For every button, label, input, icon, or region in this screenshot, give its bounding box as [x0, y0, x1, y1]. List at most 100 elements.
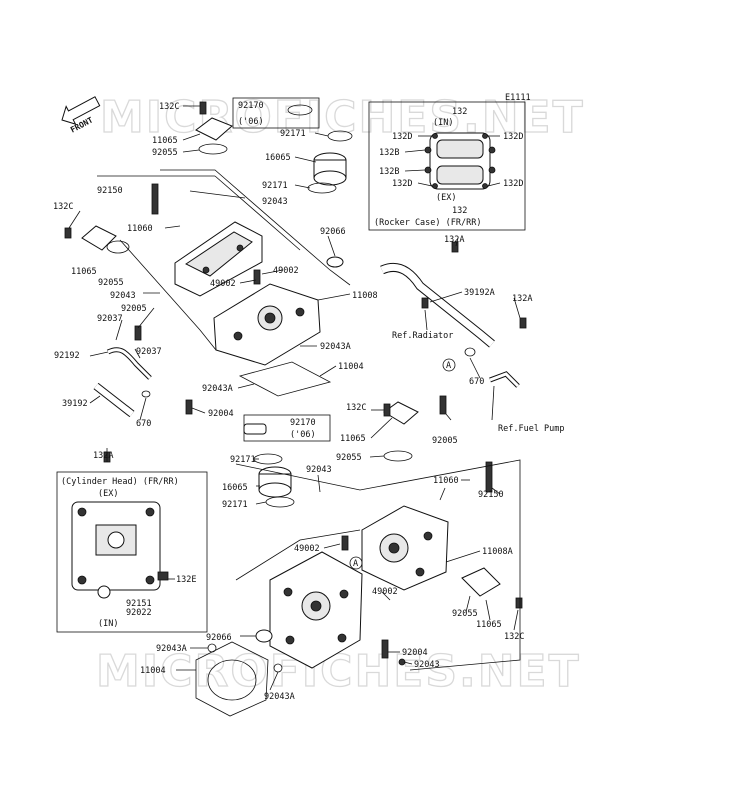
cover-11065-mid: [383, 401, 419, 425]
ref-circle-a-1-label: A: [446, 361, 451, 371]
label-92043a-b: 92043A: [202, 384, 233, 394]
cover-11065-right: [461, 567, 501, 597]
plug-92066-bottom: [255, 629, 273, 643]
label-92043a-a: 92043A: [320, 342, 351, 352]
watermark-bottom: MICROFICHES.NET: [96, 646, 581, 697]
clamp-92170-mid: [243, 423, 267, 435]
oring-92055-left: [106, 240, 130, 254]
clamp-92171-d: [265, 496, 295, 508]
label-92005-a: 92005: [121, 304, 147, 314]
label-92055-a: 92055: [152, 148, 178, 158]
label-92043-c: 92043: [306, 465, 332, 475]
head-inset-92151: 92151: [126, 599, 152, 609]
intake-boot-16065-bottom: [258, 466, 292, 498]
bolt-132c-b: [64, 227, 72, 239]
cylinder-head-rear: [269, 551, 363, 669]
label-132c-a: 132C: [159, 102, 179, 112]
head-inset-ex: (EX): [98, 489, 118, 499]
label-49002-a: 49002: [273, 266, 299, 276]
clamp-92170-top: [287, 104, 313, 116]
oring-670-a: [141, 390, 151, 398]
label-132a-b: 132A: [444, 235, 464, 245]
label-49002-c: 49002: [294, 544, 320, 554]
label-92171-a: 92171: [280, 129, 306, 139]
head-inset-92022: 92022: [126, 608, 152, 618]
bolt-92150-b: [485, 461, 493, 493]
rocker-ex: (EX): [436, 193, 456, 203]
label-49002-d: 49002: [372, 587, 398, 597]
bolt-radiator: [421, 297, 429, 309]
oring-670-b: [464, 347, 476, 357]
label-92192: 92192: [54, 351, 80, 361]
label-06-a: ('06): [238, 117, 264, 127]
stud-92004-b: [381, 639, 389, 659]
label-ref-radiator: Ref.Radiator: [392, 331, 453, 341]
pin-92005-b: [439, 395, 447, 415]
label-92004-a: 92004: [208, 409, 234, 419]
label-92055-b: 92055: [98, 278, 124, 288]
label-11004-a: 11004: [338, 362, 364, 372]
cover-11065-left: [81, 225, 117, 251]
stud-49002-a: [253, 269, 261, 285]
label-06-b: ('06): [290, 430, 316, 440]
head-inset-caption: (Cylinder Head) (FR/RR): [61, 477, 179, 487]
rocker-132b-1: 132B: [379, 148, 399, 158]
diagram-code: E1111: [505, 93, 531, 103]
label-ref-fuel-pump: Ref.Fuel Pump: [498, 424, 565, 434]
rocker-caption: (Rocker Case) (FR/RR): [374, 218, 481, 228]
intake-boot-16065-top: [313, 152, 347, 186]
label-39192: 39192: [62, 399, 88, 409]
rocker-132d-4: 132D: [503, 179, 523, 189]
label-92055-d: 92055: [452, 609, 478, 619]
label-92171-d: 92171: [222, 500, 248, 510]
label-11065-d: 11065: [476, 620, 502, 630]
head-gasket-front: [238, 361, 332, 397]
bolt-132c-a: [199, 101, 207, 115]
label-92005-b: 92005: [432, 436, 458, 446]
cylinder-head-front: [213, 283, 321, 366]
bolt-132a-b: [451, 241, 459, 253]
rocker-in: (IN): [433, 118, 453, 128]
label-11060-a: 11060: [127, 224, 153, 234]
pin-92005-a: [134, 325, 142, 341]
label-92170-a: 92170: [238, 101, 264, 111]
rocker-132-bot: 132: [452, 206, 467, 216]
label-92037-a: 92037: [97, 314, 123, 324]
box-06-top: [232, 97, 320, 129]
ref-circle-a-2: [349, 556, 363, 570]
head-inset-in: (IN): [98, 619, 118, 629]
label-92066-b: 92066: [206, 633, 232, 643]
bolt-92150-a: [151, 183, 159, 215]
rocker-132-top: 132: [452, 107, 467, 117]
plug-92066-top: [326, 256, 344, 268]
label-11060-b: 11060: [433, 476, 459, 486]
label-92171-c: 92171: [230, 455, 256, 465]
label-16065-b: 16065: [222, 483, 248, 493]
label-39192a: 39192A: [464, 288, 495, 298]
ref-circle-a-2-label: A: [353, 559, 358, 569]
label-132c-c: 132C: [346, 403, 366, 413]
stud-49002-b: [341, 535, 349, 551]
label-92043a-c: 92043A: [156, 644, 187, 654]
rocker-case-inset: [368, 101, 526, 231]
label-92043-d: 92043: [414, 660, 440, 670]
rocker-132d-3: 132D: [392, 179, 412, 189]
label-132c-d: 132C: [504, 632, 524, 642]
rocker-132b-2: 132B: [379, 167, 399, 177]
label-92171-b: 92171: [262, 181, 288, 191]
label-670-b: 670: [469, 377, 484, 387]
label-11065-c: 11065: [340, 434, 366, 444]
label-92066-a: 92066: [320, 227, 346, 237]
label-92043-b: 92043: [110, 291, 136, 301]
bolt-132c-d: [515, 597, 523, 609]
rocker-case-front: [174, 221, 263, 297]
bolt-132c-c: [383, 403, 391, 417]
bolt-132a-c: [519, 317, 527, 329]
rocker-case-rear: [361, 505, 449, 591]
label-11065-a: 11065: [152, 136, 178, 146]
label-132a-c: 132A: [512, 294, 532, 304]
label-92043a-d: 92043A: [264, 692, 295, 702]
label-92150-a: 92150: [97, 186, 123, 196]
label-92170-b: 92170: [290, 418, 316, 428]
